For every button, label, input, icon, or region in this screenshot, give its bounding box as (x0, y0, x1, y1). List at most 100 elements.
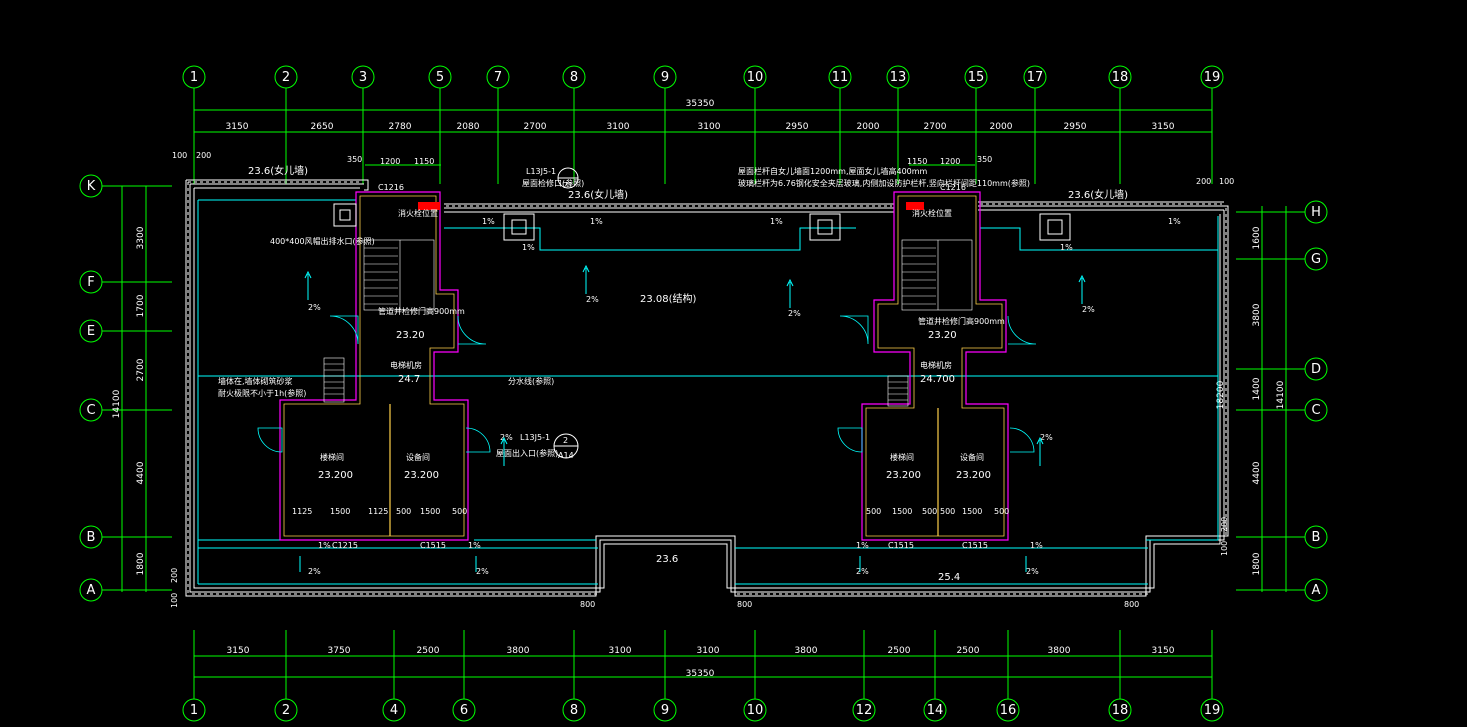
bottom-dim: 2500 (957, 646, 980, 656)
left-dim: 1800 (136, 552, 146, 575)
svg-text:1125: 1125 (292, 507, 312, 516)
svg-text:500: 500 (922, 507, 937, 516)
bottom-right-level: 25.4 (938, 572, 960, 583)
svg-text:800: 800 (737, 600, 752, 609)
axis-label: 12 (856, 703, 873, 718)
left-axis-bubble: A (79, 578, 103, 602)
bottom-axis-bubble: 12 (852, 698, 876, 722)
room-label: 设备间 (406, 452, 430, 462)
left-wall-note: 墙体在,墙体砌筑砂浆 (218, 376, 293, 386)
svg-text:1%: 1% (1168, 217, 1181, 226)
machine-right-label: 电梯机房 (920, 360, 952, 370)
left-dim: 3300 (136, 226, 146, 249)
top-axis-bubble: 15 (964, 65, 988, 89)
svg-text:C1515: C1515 (888, 541, 914, 550)
axis-label: 8 (570, 703, 578, 718)
axis-label: 11 (832, 70, 849, 85)
svg-text:1500: 1500 (962, 507, 982, 516)
ref2: L13J5-1 (520, 433, 550, 442)
axis-label: 18 (1112, 70, 1129, 85)
left-axis-bubble: K (79, 174, 103, 198)
axis-label: C (86, 403, 95, 418)
right-axis-bubble: D (1304, 357, 1328, 381)
room-right-1-level: 23.200 (886, 470, 921, 481)
right-sub-total-dim: 14100 (1276, 380, 1286, 409)
room-left-1-level: 23.200 (318, 470, 353, 481)
top-axis-bubble: 19 (1200, 65, 1224, 89)
top-dim: 3100 (607, 122, 630, 132)
axis-label: 9 (661, 70, 669, 85)
svg-text:1%: 1% (1030, 541, 1043, 550)
annotations: L13J5-1 21 屋面栏杆自女儿墙面1200mm,屋面女儿墙高400mm 玻… (218, 166, 1030, 462)
top-dimension-texts: 35350 3150 2650 2780 2080 2700 3100 3100… (226, 99, 1175, 132)
svg-text:2%: 2% (500, 433, 513, 442)
top-total-dim: 35350 (686, 99, 715, 109)
svg-text:2%: 2% (856, 567, 869, 576)
parapet-left-level: 23.6(女儿墙) (248, 164, 308, 177)
roof-vents (333, 203, 1071, 241)
parapet-right-level: 23.6(女儿墙) (1068, 188, 1128, 201)
left-drain-note: 400*400风帽出排水口(参照) (270, 236, 375, 246)
top-axis-bubble: 11 (828, 65, 852, 89)
window-tags: C1215 C1515 C1515 C1515 C1216 C1216 (332, 183, 988, 550)
notch-level: 23.6 (656, 554, 678, 565)
room-width-dims: 1125 1500 1125 500 1500 500 500 1500 500… (292, 507, 1009, 516)
left-dim: 2700 (136, 358, 146, 381)
axis-label: 4 (390, 703, 398, 718)
svg-text:200: 200 (1196, 177, 1211, 186)
svg-text:2%: 2% (1082, 305, 1095, 314)
svg-text:1%: 1% (856, 541, 869, 550)
right-axis-bubble: A (1304, 578, 1328, 602)
ref2-detail: 2 (563, 436, 568, 445)
axis-label: 2 (282, 70, 290, 85)
ref2-sheet: A14 (558, 451, 574, 460)
left-axis-bubble: C (79, 398, 103, 422)
room-label: 楼梯间 (890, 452, 914, 462)
axis-label: 13 (890, 70, 907, 85)
axis-label: D (1311, 362, 1321, 377)
bottom-dimension-texts: 3150 3750 2500 3800 3100 3100 3800 2500 … (227, 646, 1175, 679)
bottom-axis-bubble: 16 (996, 698, 1020, 722)
axis-label: 19 (1204, 703, 1221, 718)
axis-label: B (87, 530, 96, 545)
top-dim: 2950 (1064, 122, 1087, 132)
right-axis-bubble: C (1304, 398, 1328, 422)
bottom-axis-bubble: 10 (743, 698, 767, 722)
left-dimension-texts: 3300 1700 2700 4400 1800 14100 (112, 226, 146, 575)
svg-text:1500: 1500 (892, 507, 912, 516)
svg-text:100: 100 (170, 593, 179, 608)
svg-text:2%: 2% (308, 567, 321, 576)
axis-label: 8 (570, 70, 578, 85)
right-dim: 4400 (1252, 461, 1262, 484)
svg-text:1200: 1200 (380, 157, 400, 166)
room-label: 楼梯间 (320, 452, 344, 462)
svg-text:C1216: C1216 (378, 183, 404, 192)
vent-note: 屋面检修口(参照) (522, 178, 584, 188)
roof-main-level: 23.08(结构) (640, 292, 697, 305)
right-total-dim: 18200 (1216, 380, 1226, 409)
top-dim: 2000 (990, 122, 1013, 132)
downpipe-note: 分水线(参照) (508, 376, 554, 386)
svg-text:1125: 1125 (368, 507, 388, 516)
axis-label: G (1311, 252, 1321, 267)
left-axis-bubble: B (79, 525, 103, 549)
axis-label: E (87, 324, 95, 339)
svg-text:200: 200 (170, 568, 179, 583)
bottom-axis-bubble: 19 (1200, 698, 1224, 722)
right-axis-bubble: H (1304, 200, 1328, 224)
dimension-lines (121, 109, 1287, 678)
left-dim: 1700 (136, 294, 146, 317)
bottom-axis-bubble: 14 (923, 698, 947, 722)
machine-left-label: 电梯机房 (390, 360, 422, 370)
left-total-dim: 14100 (112, 389, 122, 418)
top-axis-bubble: 18 (1108, 65, 1132, 89)
top-dim: 3150 (1152, 122, 1175, 132)
axis-label: 1 (190, 703, 198, 718)
svg-text:1%: 1% (522, 243, 535, 252)
top-axis-bubble: 7 (486, 65, 510, 89)
axis-label: A (1312, 583, 1321, 598)
shaft-right: 管道井检修门高900mm (918, 316, 1005, 326)
